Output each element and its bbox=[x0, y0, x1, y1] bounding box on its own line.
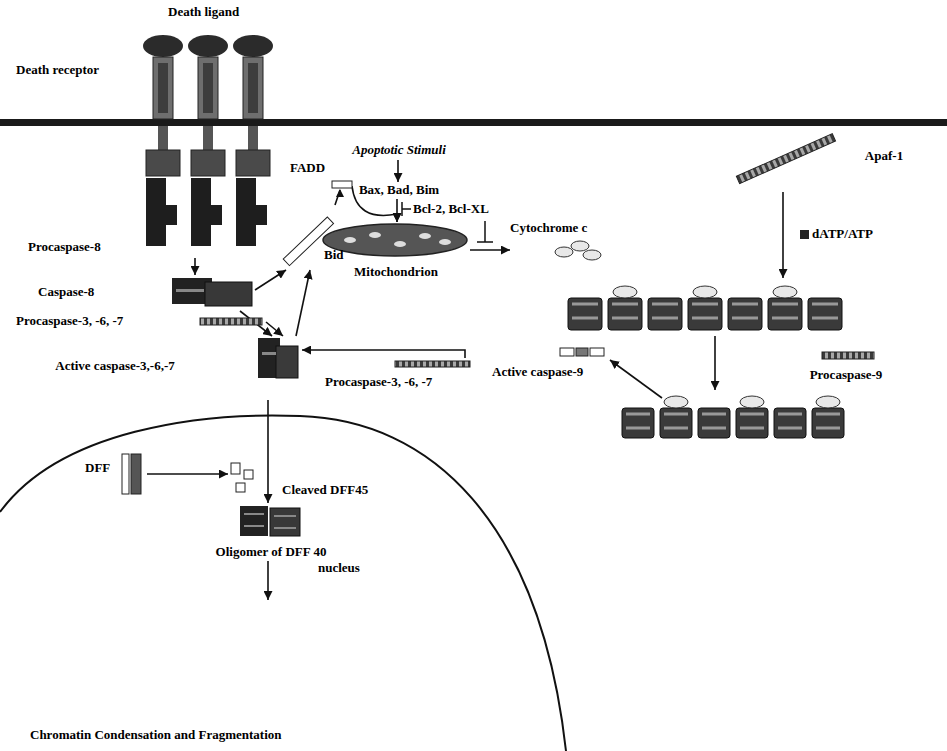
pathway-arrow bbox=[266, 322, 283, 336]
node-label: dATP/ATP bbox=[812, 226, 873, 241]
pathway-node: Bcl-2, Bcl-XL bbox=[413, 201, 505, 218]
pathway-arrow bbox=[267, 561, 269, 600]
pathway-node: Procaspase-3, -6, -7 bbox=[325, 358, 477, 392]
pathway-node: Active caspase-9 bbox=[492, 344, 617, 382]
node-label: Cleaved DFF45 bbox=[282, 482, 368, 497]
pathway-node: Cytochrome c bbox=[510, 220, 605, 260]
mitochondrion-symbol bbox=[323, 224, 467, 256]
diagram-label: Death ligand bbox=[168, 4, 239, 19]
datp-symbol bbox=[800, 230, 809, 239]
pathway-node: Procaspase-9 bbox=[795, 350, 897, 386]
node-label: Apoptotic Stimuli bbox=[345, 142, 453, 157]
pathway-node: Bid bbox=[280, 205, 355, 270]
node-label: Procaspase-8 bbox=[28, 239, 101, 254]
caspase-8-symbol bbox=[172, 278, 252, 306]
pathway-arrow bbox=[255, 270, 286, 290]
death-receptor-symbol bbox=[153, 57, 263, 150]
apaf-1-symbol bbox=[736, 134, 835, 184]
node-label: Procaspase-3, -6, -7 bbox=[325, 374, 432, 389]
cell-membrane bbox=[0, 119, 947, 126]
caspase-9-symbol bbox=[560, 348, 604, 356]
pathway-arrow bbox=[194, 258, 196, 275]
diagram-label: FADD bbox=[290, 160, 325, 175]
diagram-label: nucleus bbox=[318, 560, 360, 575]
fadd-symbol bbox=[146, 150, 270, 176]
pathway-node: Bax, Bad, Bim bbox=[352, 182, 446, 199]
pathway-arrow bbox=[302, 350, 465, 358]
apoptosome-symbol bbox=[568, 286, 844, 438]
pathway-node: Apaf-1 bbox=[853, 148, 915, 166]
node-label: Mitochondrion bbox=[322, 264, 470, 279]
bid-symbol bbox=[283, 181, 352, 266]
pathway-arrow-art bbox=[610, 192, 783, 398]
node-label: Active caspase-3,-6,-7 bbox=[50, 358, 180, 373]
pathway-node: Procaspase-3, -6, -7 bbox=[16, 313, 266, 331]
node-label: Caspase-8 bbox=[38, 284, 94, 299]
pathway-arrow bbox=[147, 473, 228, 475]
dff40-oligomer-symbol bbox=[240, 506, 300, 536]
inhibition-line bbox=[402, 202, 493, 242]
pathway-arrow bbox=[397, 160, 399, 182]
node-label: Procaspase-9 bbox=[795, 367, 897, 382]
cytochrome-c-symbol bbox=[555, 241, 601, 260]
pathway-node: Active caspase-3,-6,-7 bbox=[40, 336, 302, 400]
node-label: Bcl-2, Bcl-XL bbox=[413, 201, 489, 216]
pathway-node: Chromatin Condensation and Fragmentation bbox=[30, 600, 410, 745]
pathway-node: DFF bbox=[85, 452, 147, 498]
pathway-node: Procaspase-8 bbox=[28, 185, 275, 258]
node-label: Chromatin Condensation and Fragmentation bbox=[30, 727, 281, 742]
pathway-node: Caspase-8 bbox=[38, 275, 255, 311]
node-label: Apaf-1 bbox=[853, 148, 915, 163]
pathway-node: Oligomer of DFF 40 bbox=[165, 503, 377, 561]
death-ligand-symbol bbox=[143, 35, 273, 57]
pathway-node: Cleaved DFF45 bbox=[228, 460, 388, 500]
node-label: Active caspase-9 bbox=[492, 364, 583, 379]
procaspase-8-symbol bbox=[146, 178, 267, 246]
node-label: Procaspase-3, -6, -7 bbox=[16, 313, 123, 328]
nucleus-outline bbox=[0, 415, 566, 751]
active-caspase-symbol bbox=[258, 338, 298, 378]
node-label: Bax, Bad, Bim bbox=[352, 182, 446, 197]
dff-symbol bbox=[122, 454, 253, 494]
pathway-node: dATP/ATP bbox=[798, 226, 903, 244]
pathway-arrow bbox=[396, 199, 398, 222]
node-label: DFF bbox=[85, 460, 110, 475]
diagram-label: Death receptor bbox=[16, 62, 99, 77]
pathway-node: Mitochondrion bbox=[322, 222, 470, 282]
node-label: Cytochrome c bbox=[510, 220, 587, 235]
pathway-arrow bbox=[470, 249, 510, 251]
pathway-node: Apoptotic Stimuli bbox=[345, 142, 453, 160]
node-label: Bid bbox=[324, 247, 344, 262]
pathway-arrow bbox=[296, 270, 310, 336]
node-label: Oligomer of DFF 40 bbox=[165, 544, 377, 559]
